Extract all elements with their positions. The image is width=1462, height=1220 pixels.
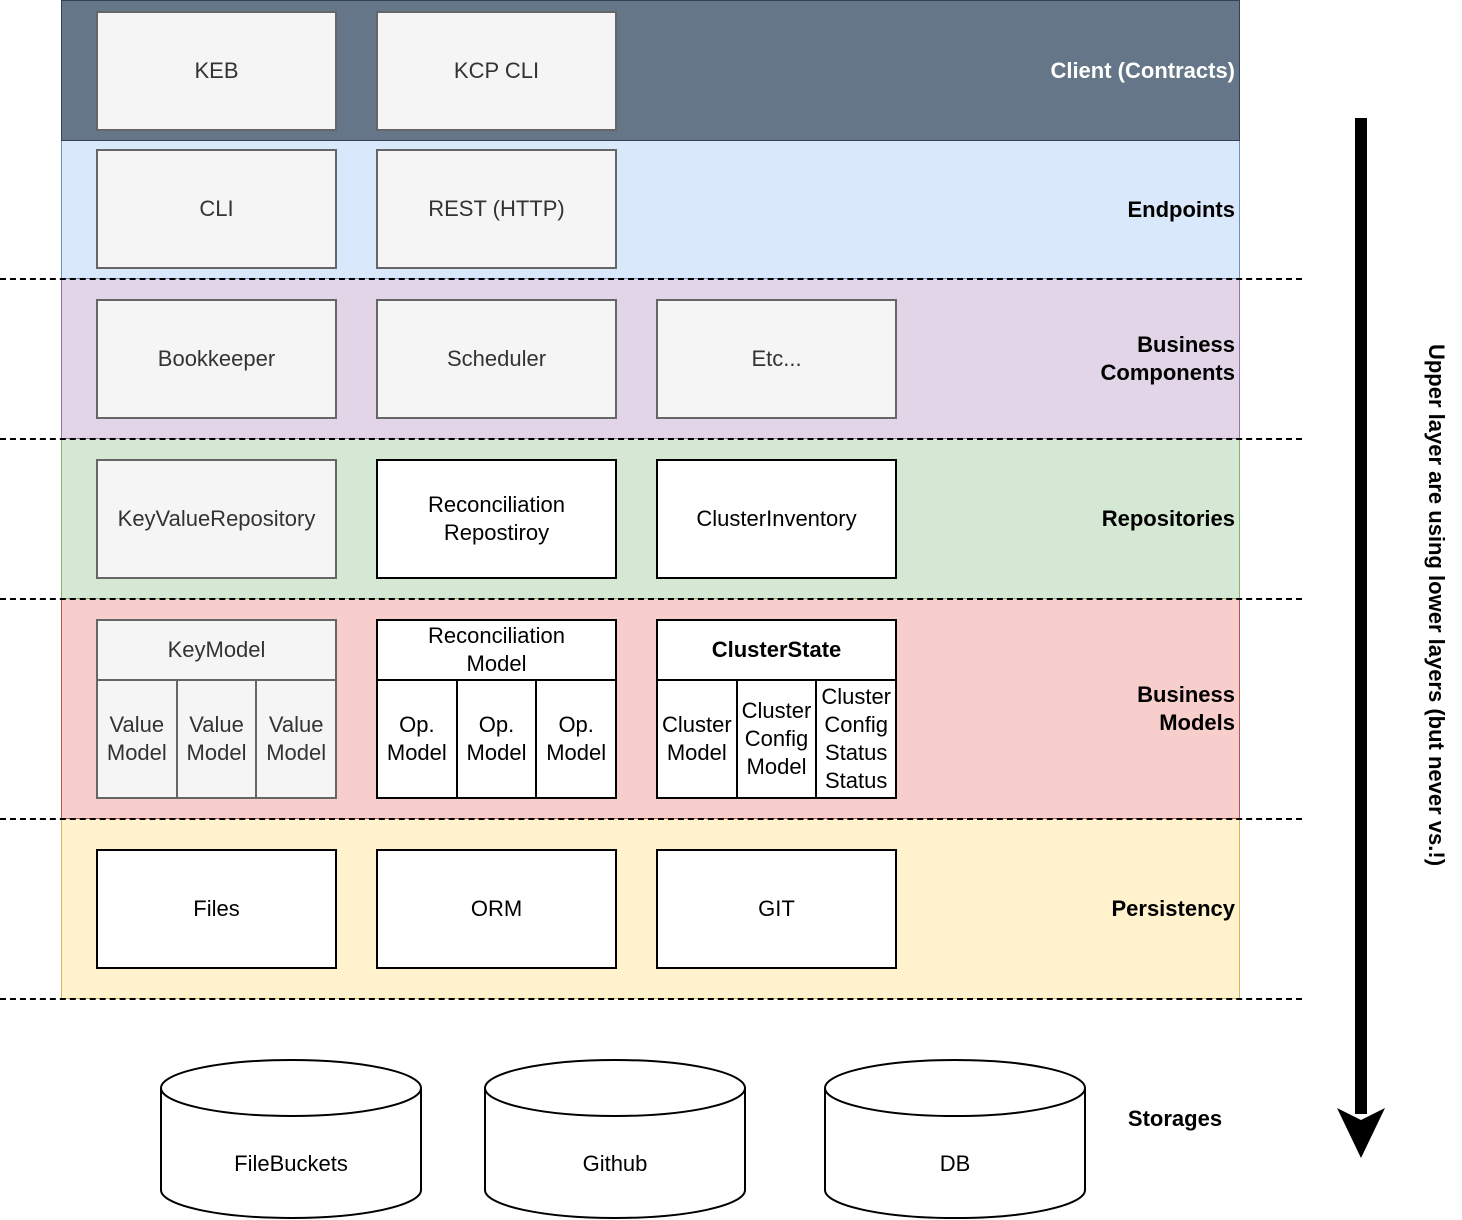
storage-label: FileBuckets (234, 1151, 348, 1176)
model-cell: Cluster Config Status Status (815, 681, 895, 797)
layer-title-repositories: Repositories (1101, 505, 1235, 531)
layer-title-persistency: Persistency (1111, 895, 1235, 921)
box-orm: ORM (376, 849, 617, 969)
box-cli: CLI (96, 149, 337, 269)
box-rest-http: REST (HTTP) (376, 149, 617, 269)
storage-label: Github (582, 1151, 648, 1176)
model-cell: Op. Model (535, 681, 615, 797)
layer-title-business-components: Business Components (1100, 331, 1235, 385)
box-keyvalue-repository: KeyValueRepository (96, 459, 337, 579)
model-cell: Value Model (106, 712, 167, 765)
separator-line (0, 998, 1302, 1000)
model-head: ClusterState (658, 621, 895, 681)
box-scheduler: Scheduler (376, 299, 617, 419)
cylinder-icon (160, 1059, 422, 1219)
storages-title: Storages (1127, 1106, 1223, 1131)
box-keb: KEB (96, 11, 337, 131)
model-cell: Op. Model (455, 681, 536, 797)
layer-title-endpoints: Endpoints (1127, 196, 1235, 222)
model-cell: Value Model (255, 681, 335, 797)
model-head: KeyModel (98, 621, 335, 681)
box-reconciliation-repository: Reconciliation Repostiroy (376, 459, 617, 579)
box-kcp-cli: KCP CLI (376, 11, 617, 131)
model-cell: Op. Model (386, 712, 447, 765)
box-git: GIT (656, 849, 897, 969)
cylinder-icon (484, 1059, 746, 1219)
model-reconciliation: Reconciliation Model Op. Model Op. Model… (376, 619, 617, 799)
separator-line (0, 818, 1302, 820)
layer-usage-note: Upper layer are using lower layers (but … (1424, 343, 1449, 867)
separator-line (0, 598, 1302, 600)
separator-line (0, 278, 1302, 280)
layer-title-client: Client (Contracts) (1050, 57, 1235, 83)
model-keymodel: KeyModel Value Model Value Model Value M… (96, 619, 337, 799)
arrow-down-icon (1337, 118, 1385, 1158)
model-head: Reconciliation Model (378, 621, 615, 681)
box-cluster-inventory: ClusterInventory (656, 459, 897, 579)
storage-label: DB (939, 1151, 971, 1176)
storage-github: Github (484, 1058, 746, 1220)
storage-filebuckets: FileBuckets (160, 1058, 422, 1220)
storage-db: DB (824, 1058, 1086, 1220)
separator-line (0, 438, 1302, 440)
cylinder-icon (824, 1059, 1086, 1219)
model-cell: Value Model (175, 681, 256, 797)
box-bookkeeper: Bookkeeper (96, 299, 337, 419)
model-cell: Cluster Model (661, 712, 732, 765)
layer-title-business-models: Business Models (1137, 681, 1235, 735)
model-cell: Cluster Config Model (735, 681, 816, 797)
box-etc: Etc... (656, 299, 897, 419)
model-clusterstate: ClusterState Cluster Model Cluster Confi… (656, 619, 897, 799)
box-files: Files (96, 849, 337, 969)
